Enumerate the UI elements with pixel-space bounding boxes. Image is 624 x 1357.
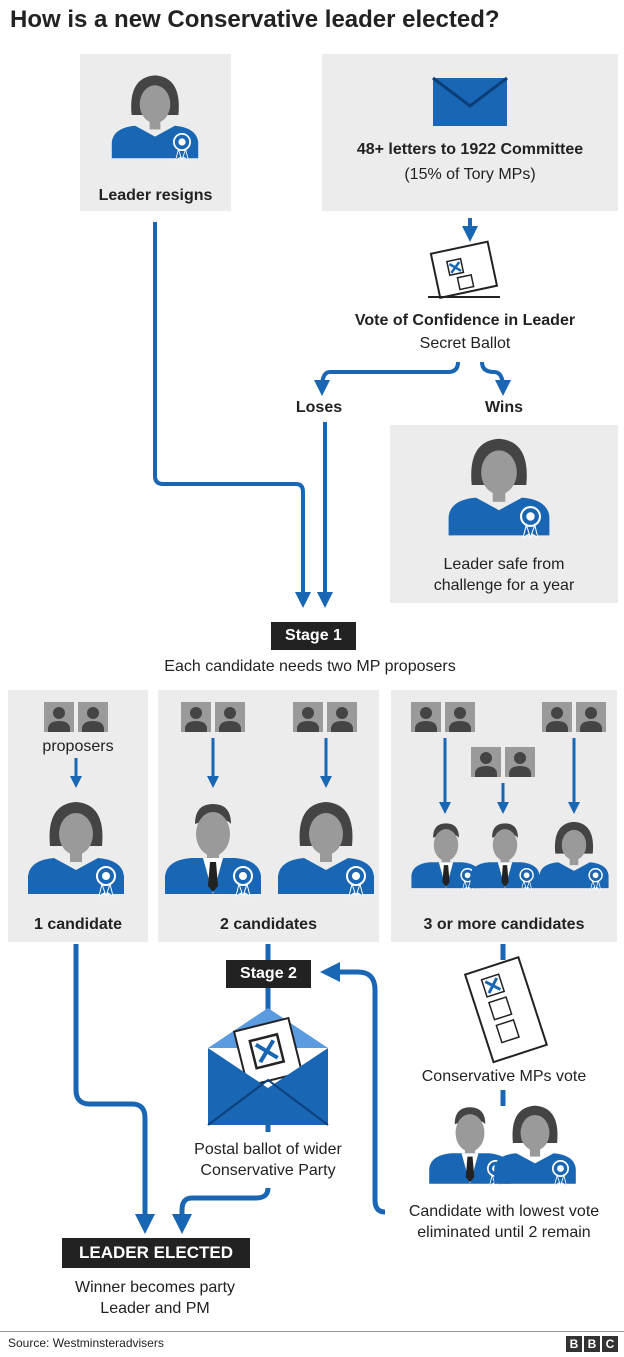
postal-ballot-line1: Postal ballot of wider [194,1141,342,1158]
leader-resigns-figure [110,74,200,161]
candidate-figure-2a [164,803,262,897]
winner-line2: Leader and PM [100,1300,210,1317]
proposers-icon-2a [181,702,245,732]
eliminated-line2: eliminated until 2 remain [417,1224,591,1241]
envelope-icon [432,76,508,126]
confidence-sub: Secret Ballot [419,335,511,352]
source-credit: Source: Westminsteradvisers [8,1336,164,1350]
three-candidates-label: 3 or more candidates [423,916,585,933]
letters-headline: 48+ letters to 1922 Committee [356,141,584,158]
candidate-figure-3b [469,822,541,891]
proposers-icon-3a [411,702,475,732]
candidate-figure-1 [27,801,125,897]
page-title: How is a new Conservative leader elected… [10,6,500,33]
candidate-figure-3c [538,821,610,891]
logo-letter-b1: B [566,1336,582,1352]
postal-ballot-line2: Conservative Party [200,1162,336,1179]
leader-safe-figure [447,437,551,539]
final-candidate-female [493,1104,577,1187]
postal-ballot-envelope-icon [207,1008,329,1126]
stage1-description: Each candidate needs two MP proposers [164,658,456,675]
leader-safe-line2: challenge for a year [433,577,575,594]
leader-safe-line1: Leader safe from [443,556,565,573]
stage2-tag: Stage 2 [226,960,311,988]
eliminated-line1: Candidate with lowest vote [408,1203,600,1220]
mps-vote-label: Conservative MPs vote [421,1068,587,1085]
two-candidates-label: 2 candidates [220,916,317,933]
proposers-label: proposers [42,738,114,755]
three-candidates-panel [391,690,617,942]
proposers-icon-3c [542,702,606,732]
wins-label: Wins [484,399,524,416]
stage1-tag: Stage 1 [271,622,356,650]
confidence-title: Vote of Confidence in Leader [354,312,576,329]
leader-resigns-label: Leader resigns [98,187,213,204]
logo-letter-b2: B [584,1336,600,1352]
winner-line1: Winner becomes party [74,1279,236,1296]
footer-divider [0,1331,624,1332]
ballot-box-icon [429,240,499,299]
loses-label: Loses [295,399,343,416]
candidate-figure-3a [410,822,482,891]
letters-sub: (15% of Tory MPs) [404,166,536,183]
one-candidate-label: 1 candidate [33,916,123,933]
proposers-icon-3b [471,747,535,777]
proposers-icon-2b [293,702,357,732]
candidate-figure-2b [277,801,375,897]
leader-elected-tag: LEADER ELECTED [62,1238,250,1268]
bbc-logo: B B C [566,1336,618,1352]
mp-ballot-paper-icon [463,956,549,1064]
proposers-icon-1 [44,702,108,732]
logo-letter-c: C [602,1336,618,1352]
